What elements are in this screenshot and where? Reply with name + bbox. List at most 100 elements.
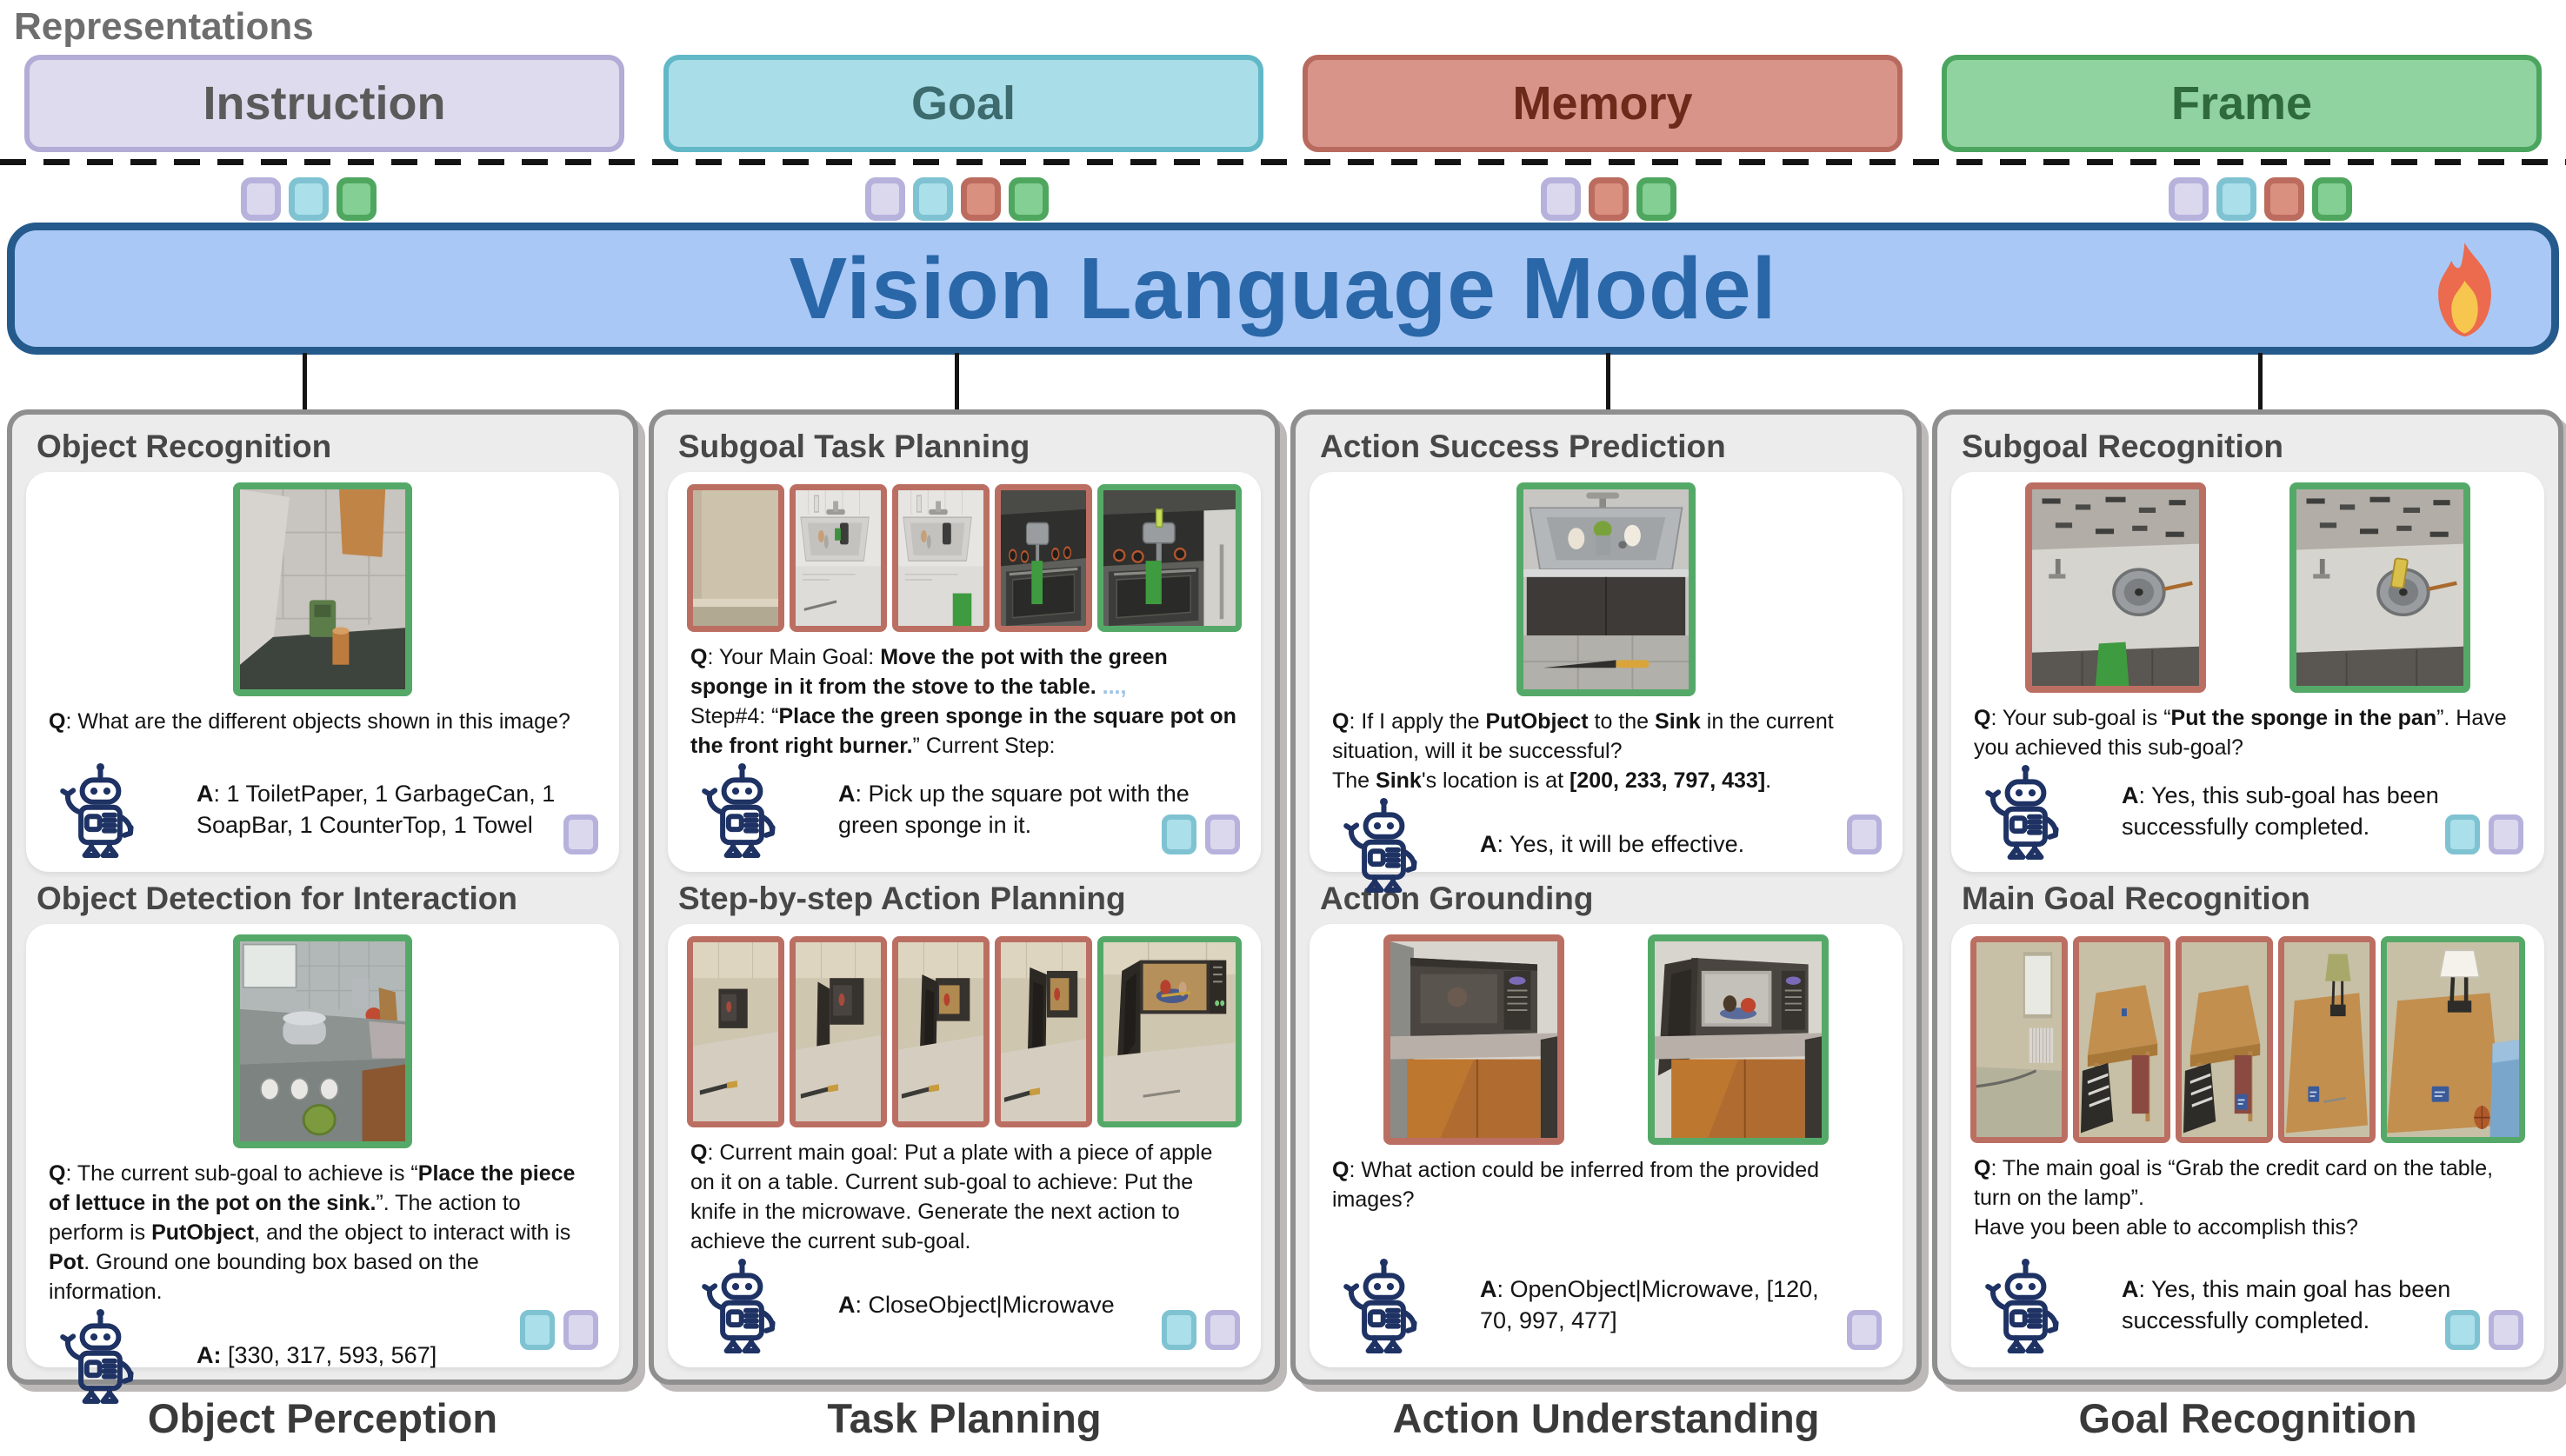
- card-object-detection: Q: The current sub-goal to achieve is “P…: [26, 924, 619, 1404]
- text-segment: to the: [1588, 709, 1656, 734]
- token-chip-frame: [1636, 177, 1676, 221]
- scene-image-counter-pan-box: [2025, 482, 2206, 693]
- panel-object-perception: Object Recognition Q: What are the diffe…: [7, 409, 638, 1404]
- scene-image-kitchen-micro-open: [1097, 936, 1242, 1127]
- answer-row: A: Yes, this main goal has been successf…: [1970, 1256, 2525, 1357]
- text-segment: Put the sponge in the pan: [2170, 706, 2437, 730]
- robot-icon: [701, 1256, 781, 1353]
- answer-text: A: [330, 317, 593, 567]: [197, 1340, 437, 1371]
- token-chip-instruction: [2489, 1310, 2523, 1350]
- question-text: Q: What action could be inferred from th…: [1332, 1155, 1880, 1214]
- question-text: Q: Current main goal: Put a plate with a…: [690, 1138, 1238, 1256]
- text-segment: Sink: [1376, 768, 1422, 793]
- robot-icon: [59, 761, 139, 858]
- connector-line-4: [2258, 353, 2263, 410]
- text-segment: : CloseObject|Microwave: [855, 1292, 1115, 1318]
- card-action-success: Q: If I apply the PutObject to the Sink …: [1310, 472, 1903, 893]
- token-chip-memory: [961, 177, 1001, 221]
- answer-row: A: OpenObject|Microwave, [120, 70, 997, …: [1329, 1256, 1883, 1357]
- token-chip-instruction: [1847, 1310, 1882, 1350]
- token-chip-memory: [1589, 177, 1629, 221]
- scene-image-room-2: [2176, 936, 2274, 1143]
- scene-image-room-4: [2381, 936, 2525, 1143]
- representation-tokens: [2445, 1310, 2523, 1350]
- scene-image-sink-b: [892, 484, 990, 632]
- token-chip-goal: [520, 1310, 555, 1350]
- answer-text: A: Yes, this sub-goal has been successfu…: [2122, 780, 2496, 842]
- text-segment: : Your sub-goal is “: [1990, 706, 2171, 730]
- panel-goal-recognition: Subgoal Recognition Q: Your sub-goal is …: [1932, 409, 2563, 1385]
- answer-row: A: CloseObject|Microwave: [687, 1256, 1242, 1357]
- text-segment: Q: [1974, 1156, 1991, 1180]
- token-chip-goal: [2445, 814, 2480, 854]
- token-chip-goal: [1162, 814, 1196, 854]
- text-segment: : Yes, this main goal has been successfu…: [2122, 1276, 2451, 1333]
- scene-image-kitchen-micro-0: [687, 936, 785, 1127]
- text-segment: [200, 233, 797, 433]: [1569, 768, 1766, 793]
- legend-box-frame: Frame: [1942, 55, 2542, 152]
- card-action-grounding: Q: What action could be inferred from th…: [1310, 924, 1903, 1367]
- token-chip-instruction: [563, 814, 598, 854]
- robot-icon: [1984, 762, 2064, 860]
- token-group-2: [865, 177, 1049, 221]
- question-text: Q: Your Main Goal: Move the pot with the…: [690, 642, 1238, 761]
- text-segment: : What are the different objects shown i…: [65, 709, 570, 734]
- scene-images: [1329, 934, 1883, 1145]
- token-chip-goal: [913, 177, 953, 221]
- token-chip-frame: [1009, 177, 1049, 221]
- text-segment: A:: [197, 1342, 222, 1368]
- representation-tokens: [1162, 1310, 1240, 1350]
- legend-box-instruction: Instruction: [24, 55, 624, 152]
- section-title-object-recognition: Object Recognition: [37, 429, 332, 464]
- text-segment: , and the object to interact with is: [254, 1220, 571, 1245]
- scene-images: [1329, 482, 1883, 696]
- question-text: Q: If I apply the PutObject to the Sink …: [1332, 707, 1880, 795]
- token-chip-goal: [2445, 1310, 2480, 1350]
- answer-text: A: CloseObject|Microwave: [838, 1289, 1115, 1320]
- card-subgoal-recognition: Q: Your sub-goal is “Put the sponge in t…: [1951, 472, 2544, 872]
- scene-image-kitchen-micro-3: [995, 936, 1093, 1127]
- section-title-main-goal-recognition: Main Goal Recognition: [1962, 881, 2310, 916]
- representation-tokens: [563, 814, 598, 854]
- token-chip-frame: [2312, 177, 2352, 221]
- text-segment: : 1 ToiletPaper, 1 GarbageCan, 1 SoapBar…: [197, 781, 556, 838]
- text-segment: ...,: [1102, 675, 1127, 699]
- flame-icon: [2423, 243, 2506, 345]
- card-step-action-planning: Q: Current main goal: Put a plate with a…: [668, 924, 1261, 1367]
- token-chip-frame: [337, 177, 377, 221]
- text-segment: 's location is at: [1421, 768, 1570, 793]
- representation-tokens: [1847, 814, 1882, 854]
- legend-box-goal: Goal: [663, 55, 1263, 152]
- text-segment: Q: [690, 1140, 708, 1165]
- legend-box-memory: Memory: [1303, 55, 1903, 152]
- answer-row: A: 1 ToiletPaper, 1 GarbageCan, 1 SoapBa…: [45, 761, 600, 861]
- text-segment: A: [197, 781, 214, 807]
- text-segment: : Yes, it will be effective.: [1496, 831, 1745, 857]
- divider-dashed-line: [0, 159, 2566, 165]
- section-title-step-action-planning: Step-by-step Action Planning: [678, 881, 1126, 916]
- token-chip-instruction: [1205, 814, 1240, 854]
- token-chip-instruction: [1541, 177, 1581, 221]
- token-group-1: [241, 177, 377, 221]
- scene-images: [1970, 936, 2525, 1143]
- scene-image-micro-open: [1648, 934, 1829, 1145]
- question-text: Q: What are the different objects shown …: [49, 707, 597, 736]
- answer-text: A: Yes, it will be effective.: [1480, 828, 1744, 860]
- answer-row: A: Yes, this sub-goal has been successfu…: [1970, 762, 2525, 863]
- scene-image-sink-eggs: [1516, 482, 1696, 696]
- text-segment: Step#4: “: [690, 704, 779, 728]
- text-segment: in the current situation, will it be suc…: [1332, 709, 1834, 763]
- section-title-subgoal-recognition: Subgoal Recognition: [1962, 429, 2283, 464]
- card-object-recognition: Q: What are the different objects shown …: [26, 472, 619, 872]
- scene-image-bathroom: [233, 482, 412, 696]
- robot-icon: [1343, 1256, 1423, 1353]
- token-chip-goal: [2216, 177, 2256, 221]
- vlm-title: Vision Language Model: [789, 239, 1777, 337]
- robot-icon: [59, 1306, 139, 1404]
- text-segment: : What action could be inferred from the…: [1332, 1158, 1820, 1212]
- panel-task-planning: Subgoal Task Planning Q: Your Main Goal:…: [649, 409, 1280, 1385]
- token-group-4: [2169, 177, 2352, 221]
- text-segment: Move the pot with the green sponge in it…: [690, 645, 1168, 699]
- token-chip-instruction: [2489, 814, 2523, 854]
- answer-row: A: Pick up the square pot with the green…: [687, 761, 1242, 861]
